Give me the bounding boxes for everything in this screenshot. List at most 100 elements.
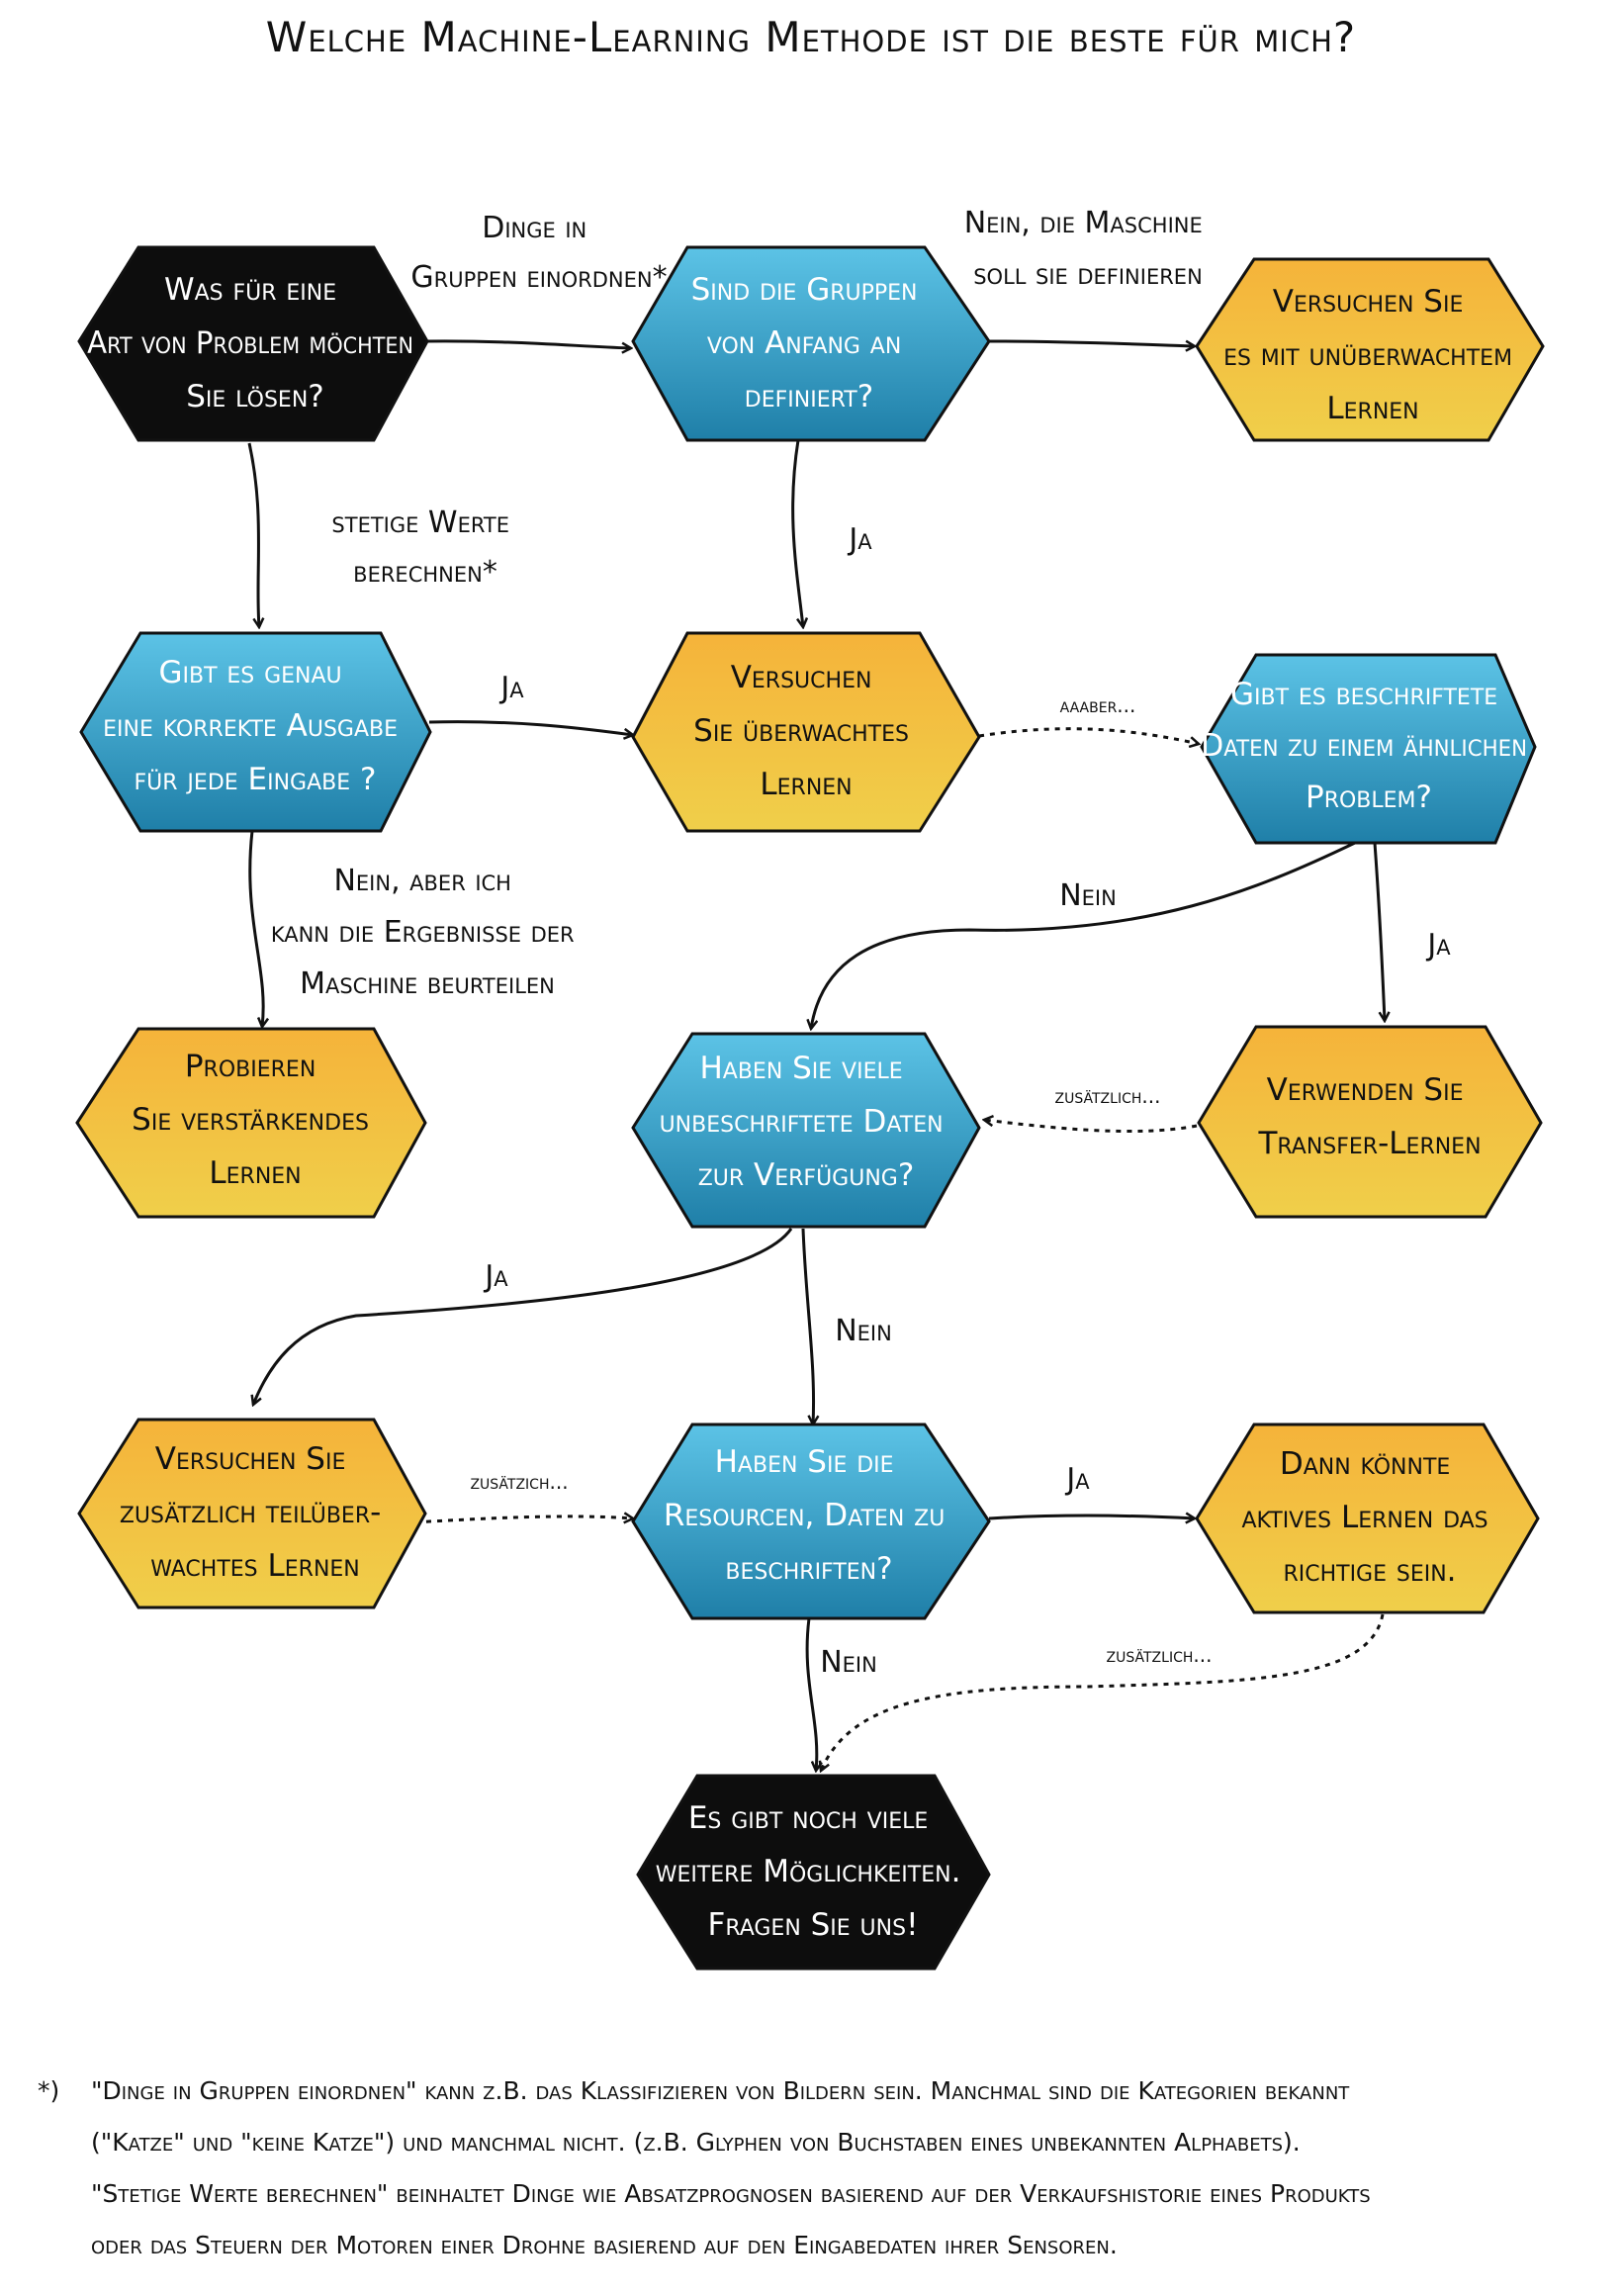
edge-start-to-groups bbox=[424, 339, 631, 348]
edge-semi-to-resources bbox=[393, 1516, 633, 1525]
node-transfer-line-1: Verwenden Sie bbox=[1267, 1072, 1464, 1108]
node-unsupervised: Versuchen Sie es mit unüberwachtem Lerne… bbox=[1195, 257, 1545, 442]
label-transfer-unlabeled: zusätzlich... bbox=[1055, 1084, 1161, 1108]
node-groups-line-1: Sind die Gruppen bbox=[691, 272, 918, 308]
node-unlabeled-data: Haben Sie viele unbeschriftete Daten zur… bbox=[631, 1032, 981, 1229]
edges bbox=[247, 339, 1385, 1771]
edge-resources-to-end bbox=[805, 1617, 817, 1771]
label-groups-unsupervised-2: soll sie definieren bbox=[973, 257, 1203, 292]
node-semi-line-1: Versuchen Sie bbox=[155, 1441, 346, 1477]
node-labeled-line-1: Gibt es beschriftete bbox=[1230, 677, 1497, 712]
hexagon-orange bbox=[75, 1027, 427, 1219]
hexagon-black bbox=[636, 1774, 991, 1971]
edge-active-to-end bbox=[821, 1613, 1385, 1771]
node-unlabeled-line-2: unbeschriftete Daten bbox=[660, 1104, 944, 1140]
footnote-line-4: oder das Steuern der Motoren einer Drohn… bbox=[91, 2231, 1118, 2259]
svg-text:Es gibt noch viele weite: Es gibt noch viele weitere Möglichkeiten… bbox=[656, 1800, 971, 1943]
node-exact-line-3: für jede Eingabe ? bbox=[135, 762, 377, 797]
node-semi-line-3: wachtes Lernen bbox=[150, 1548, 360, 1584]
node-reinforcement-line-2: Sie verstärkendes bbox=[132, 1102, 369, 1138]
footnote-line-2: ("Katze" und "keine Katze") und manchmal… bbox=[91, 2128, 1301, 2157]
node-resources-line-2: Resourcen, Daten zu bbox=[664, 1498, 945, 1533]
node-labeled-line-2: Daten zu einem ähnlichen bbox=[1201, 728, 1527, 764]
svg-text:"Dinge in Gruppen einordnen" k: "Dinge in Gruppen einordnen" kann z.B. d… bbox=[91, 2076, 1379, 2259]
hexagon-orange bbox=[1195, 1423, 1540, 1614]
edge-transfer-to-unlabeled bbox=[984, 1120, 1198, 1134]
node-active-line-1: Dann könnte bbox=[1280, 1446, 1450, 1482]
node-end-line-3: Fragen Sie uns! bbox=[707, 1907, 918, 1943]
node-reinforcement: Probieren Sie verstärkendes Lernen bbox=[75, 1027, 427, 1219]
label-resources-active: Ja bbox=[1064, 1462, 1090, 1497]
node-unsupervised-line-2: es mit unüberwachtem bbox=[1223, 337, 1512, 373]
node-start: Was für eine Art von Problem möchten Sie… bbox=[77, 245, 429, 442]
svg-text:Nein, die Maschine soll: Nein, die Maschine soll sie definieren bbox=[964, 206, 1213, 292]
footnote-line-1: "Dinge in Gruppen einordnen" kann z.B. d… bbox=[91, 2076, 1350, 2105]
node-exact-line-1: Gibt es genau bbox=[158, 655, 341, 690]
edge-resources-to-active bbox=[988, 1515, 1195, 1518]
hexagon-orange bbox=[1197, 1025, 1543, 1219]
label-start-groups-2: Gruppen einordnen* bbox=[410, 260, 667, 295]
edge-labels: Dinge in Gruppen einordnen* Nein, die Ma… bbox=[271, 206, 1451, 1680]
node-supervised: Versuchen Sie überwachtes Lernen bbox=[631, 631, 981, 833]
node-semi-line-2: zusätzlich teilüber- bbox=[120, 1495, 381, 1530]
label-unlabeled-resources: Nein bbox=[835, 1314, 892, 1348]
svg-text:Gibt es beschriftete Da: Gibt es beschriftete Daten zu einem ähnl… bbox=[1201, 677, 1537, 815]
node-unsupervised-line-3: Lernen bbox=[1326, 391, 1418, 426]
node-labeled-similar: Gibt es beschriftete Daten zu einem ähnl… bbox=[1200, 653, 1537, 845]
node-resources: Haben Sie die Resourcen, Daten zu beschr… bbox=[631, 1423, 991, 1620]
node-semi-supervised: Versuchen Sie zusätzlich teilüber- wacht… bbox=[77, 1418, 427, 1609]
edge-supervised-to-labeled bbox=[978, 727, 1199, 744]
hexagon-blue bbox=[631, 1032, 981, 1229]
footnote: *) "Dinge in Gruppen einordnen" kann z.B… bbox=[38, 2076, 1379, 2259]
svg-text:Versuchen Sie es mit unü: Versuchen Sie es mit unüberwachtem Lerne… bbox=[1223, 284, 1522, 426]
node-reinforcement-line-3: Lernen bbox=[209, 1155, 301, 1191]
hexagon-blue bbox=[79, 631, 432, 833]
hexagon-orange bbox=[631, 631, 981, 833]
svg-text:Versuchen Sie zusätzlich: Versuchen Sie zusätzlich teilüber- wacht… bbox=[120, 1441, 391, 1584]
svg-text:Probieren Sie verstärken: Probieren Sie verstärkendes Lernen bbox=[132, 1049, 379, 1191]
hexagon-black bbox=[77, 245, 429, 442]
label-start-groups-1: Dinge in bbox=[482, 211, 586, 245]
footnote-marker: *) bbox=[38, 2076, 59, 2105]
edge-start-to-exact bbox=[247, 442, 259, 627]
node-transfer-line-2: Transfer-Lernen bbox=[1257, 1126, 1481, 1161]
node-end-line-2: weitere Möglichkeiten. bbox=[656, 1854, 961, 1889]
svg-text:stetige Werte berechnen*: stetige Werte berechnen* bbox=[331, 505, 518, 590]
node-groups-defined: Sind die Gruppen von Anfang an definiert… bbox=[631, 245, 991, 442]
edge-labeled-to-transfer bbox=[1373, 842, 1385, 1021]
node-end-line-1: Es gibt noch viele bbox=[688, 1800, 928, 1836]
hexagon-orange bbox=[1195, 257, 1545, 442]
node-active-line-3: richtige sein. bbox=[1283, 1553, 1456, 1589]
node-start-line-3: Sie lösen? bbox=[186, 379, 324, 414]
label-active-end: zusätzlich... bbox=[1107, 1643, 1213, 1667]
edge-exact-to-reinforcement bbox=[248, 830, 263, 1027]
svg-text:Versuchen Sie überwachte: Versuchen Sie überwachtes Lernen bbox=[693, 660, 919, 802]
label-exact-reinforcement-2: kann die Ergebnisse der bbox=[271, 915, 575, 950]
label-unlabeled-semi: Ja bbox=[483, 1259, 508, 1294]
node-supervised-line-2: Sie überwachtes bbox=[693, 713, 909, 749]
node-transfer: Verwenden Sie Transfer-Lernen bbox=[1197, 1025, 1543, 1219]
svg-text:Sind die Gruppen von Anf: Sind die Gruppen von Anfang an definiert… bbox=[691, 272, 928, 414]
edge-groups-to-supervised bbox=[791, 439, 803, 627]
svg-text:Dinge in Gruppen einordn: Dinge in Gruppen einordnen* bbox=[410, 211, 667, 295]
page-title: Welche Machine-Learning Methode ist die … bbox=[266, 13, 1356, 61]
edge-labeled-to-unlabeled bbox=[811, 841, 1356, 1029]
label-resources-end: Nein bbox=[820, 1645, 877, 1680]
hexagon-blue bbox=[631, 245, 991, 442]
label-semi-resources: zusätzich... bbox=[470, 1470, 568, 1494]
node-start-line-2: Art von Problem möchten bbox=[87, 325, 413, 361]
node-labeled-line-3: Problem? bbox=[1306, 780, 1432, 815]
svg-text:Haben Sie die Resourcen,: Haben Sie die Resourcen, Daten zu beschr… bbox=[664, 1444, 954, 1587]
edge-exact-to-supervised bbox=[428, 720, 633, 735]
node-reinforcement-line-1: Probieren bbox=[185, 1049, 315, 1084]
node-unlabeled-line-1: Haben Sie viele bbox=[699, 1051, 902, 1086]
node-supervised-line-3: Lernen bbox=[760, 767, 852, 802]
svg-text:Dann könnte aktives Lern: Dann könnte aktives Lernen das richtige … bbox=[1241, 1446, 1497, 1589]
label-supervised-labeled: aaaber... bbox=[1060, 693, 1136, 717]
edge-unlabeled-to-semi bbox=[253, 1228, 793, 1405]
node-end: Es gibt noch viele weitere Möglichkeiten… bbox=[636, 1774, 991, 1971]
footnote-line-3: "Stetige Werte berechnen" beinhaltet Din… bbox=[91, 2179, 1371, 2208]
label-groups-supervised: Ja bbox=[847, 522, 872, 557]
node-start-line-1: Was für eine bbox=[164, 272, 336, 308]
